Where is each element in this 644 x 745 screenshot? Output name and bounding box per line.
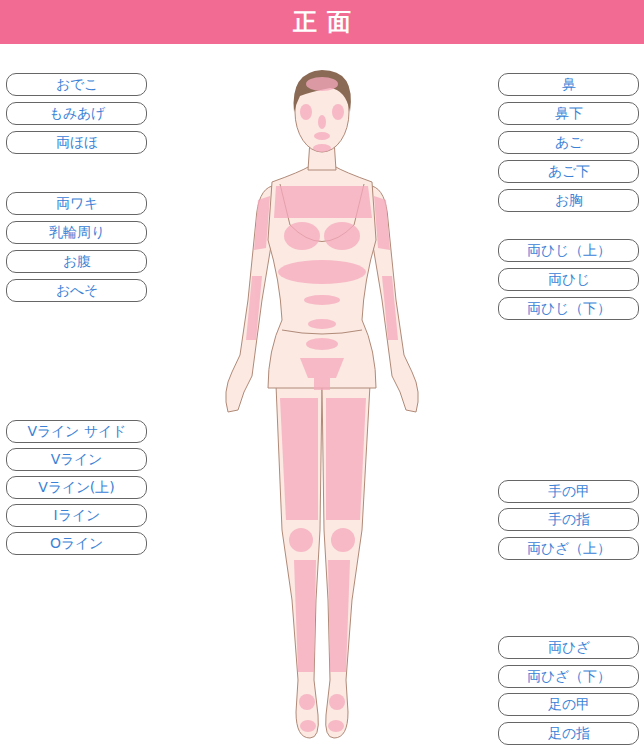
body-part-box: もみあげ — [6, 102, 147, 125]
body-part-label: Iライン — [53, 507, 99, 523]
body-part-label: 両ひざ（上） — [527, 540, 611, 556]
body-part-box: 足の甲 — [498, 693, 639, 716]
body-part-label: 鼻下 — [555, 105, 583, 121]
body-part-label: あご — [555, 134, 583, 150]
body-part-box: 両ひじ（上） — [498, 239, 639, 262]
body-part-label: お胸 — [555, 192, 583, 208]
body-part-box: 鼻下 — [498, 102, 639, 125]
body-part-label: あご下 — [548, 163, 590, 179]
body-part-label: おへそ — [56, 282, 98, 298]
body-part-label: 乳輪周り — [49, 224, 105, 240]
body-part-label: 両ひじ — [548, 271, 590, 287]
body-part-label: 足の甲 — [548, 696, 590, 712]
body-part-box: Oライン — [6, 532, 147, 555]
body-part-box: おでこ — [6, 73, 147, 96]
page-title: 正面 — [0, 0, 644, 44]
body-part-label: Vライン(上) — [38, 479, 115, 495]
body-part-label: 手の指 — [548, 511, 590, 527]
body-part-label: Vライン サイド — [27, 423, 125, 439]
body-part-box: 両ひじ（下） — [498, 297, 639, 320]
body-part-box: お腹 — [6, 250, 147, 273]
body-part-box: 両ひざ（上） — [498, 537, 639, 560]
body-part-box: 手の甲 — [498, 480, 639, 503]
body-part-box: 乳輪周り — [6, 221, 147, 244]
header-bar: 正面 — [0, 0, 644, 44]
body-part-label: Vライン — [51, 451, 103, 467]
body-part-box: あご下 — [498, 160, 639, 183]
body-part-label: 足の指 — [548, 725, 590, 741]
body-part-label: 両ひじ（上） — [527, 242, 611, 258]
body-part-box: おへそ — [6, 279, 147, 302]
body-part-box: 両ひざ — [498, 636, 639, 659]
body-part-box: 両ほほ — [6, 131, 147, 154]
body-part-label: 両ワキ — [56, 195, 98, 211]
body-part-box: Vライン サイド — [6, 420, 147, 443]
body-part-box: Vライン(上) — [6, 476, 147, 499]
body-part-box: 両ひざ（下） — [498, 665, 639, 688]
body-part-box: Iライン — [6, 504, 147, 527]
body-part-label: 両ほほ — [56, 134, 98, 150]
body-part-label: もみあげ — [49, 105, 105, 121]
body-part-label: 両ひざ — [548, 639, 590, 655]
body-part-label: 両ひざ（下） — [527, 668, 611, 684]
body-part-box: 両ワキ — [6, 192, 147, 215]
body-part-label: 両ひじ（下） — [527, 300, 611, 316]
body-part-box: あご — [498, 131, 639, 154]
body-part-box: 鼻 — [498, 73, 639, 96]
body-part-label: 鼻 — [562, 76, 576, 92]
body-part-box: 手の指 — [498, 508, 639, 531]
body-part-box: 足の指 — [498, 722, 639, 745]
body-part-label: おでこ — [56, 76, 98, 92]
body-part-box: 両ひじ — [498, 268, 639, 291]
body-part-label: お腹 — [63, 253, 91, 269]
body-part-box: お胸 — [498, 189, 639, 212]
body-part-box: Vライン — [6, 448, 147, 471]
body-part-label: 手の甲 — [548, 483, 590, 499]
body-part-label: Oライン — [50, 535, 103, 551]
